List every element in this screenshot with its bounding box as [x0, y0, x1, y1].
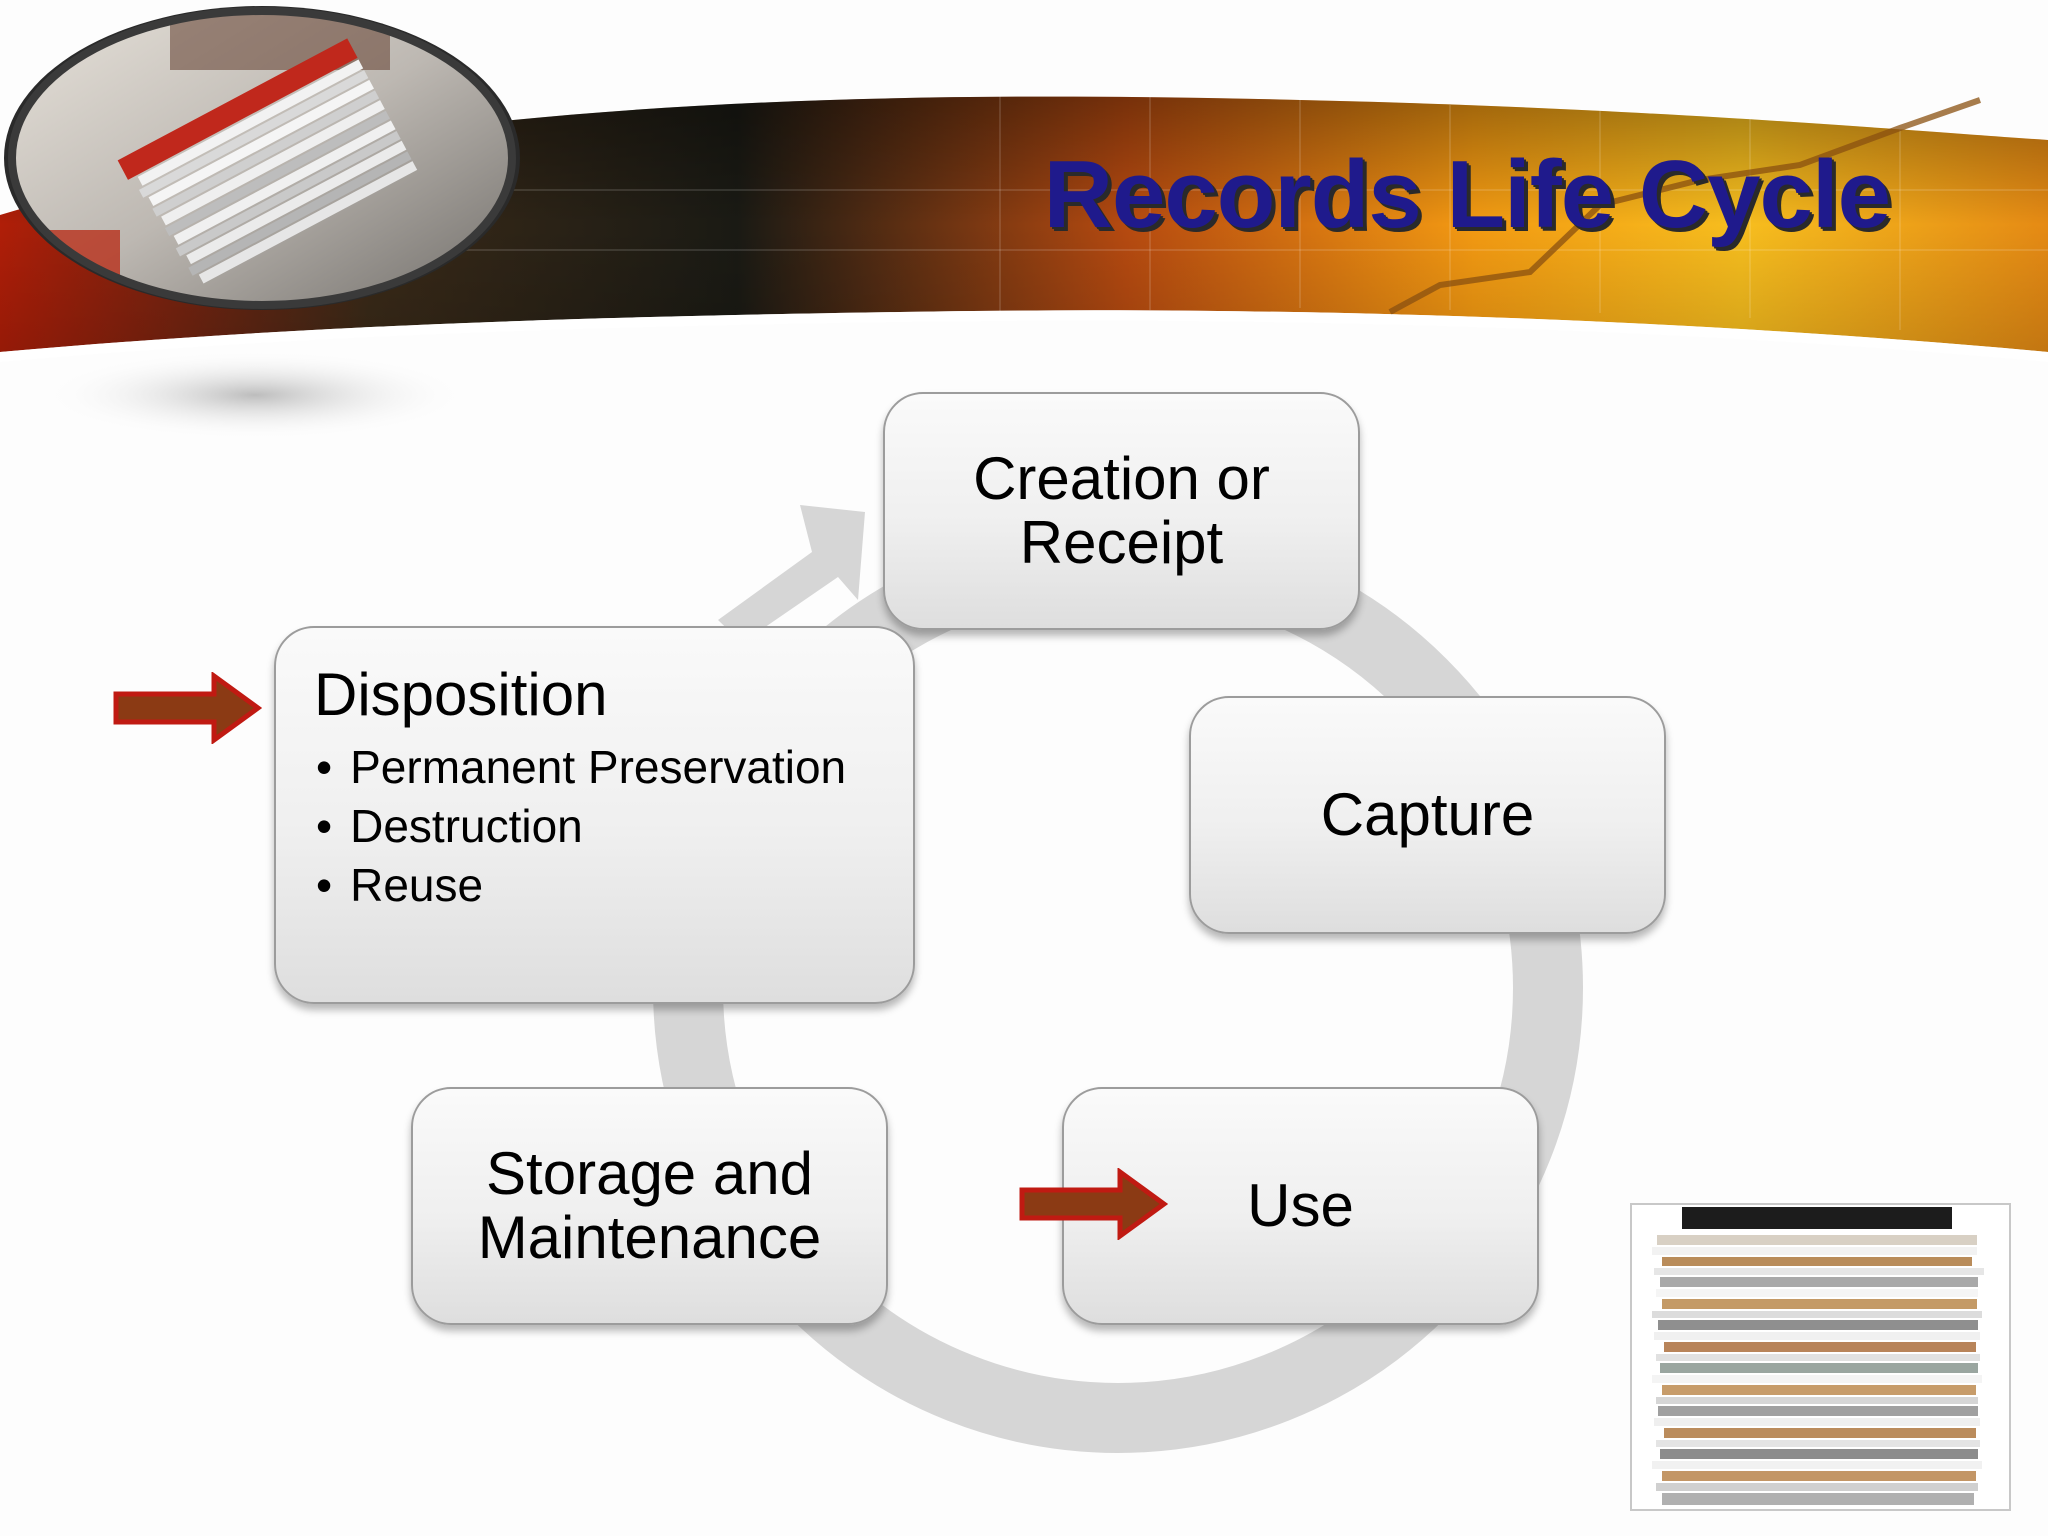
- stage-use-label: Use: [1247, 1172, 1354, 1239]
- disposition-heading: Disposition: [314, 661, 608, 728]
- slide-title: Records Life Cycle: [1043, 141, 1891, 248]
- stage-creation-label: Creation or Receipt: [973, 445, 1270, 576]
- right-arrow-icon: [113, 672, 262, 744]
- paper-stack-photo: [4, 6, 520, 310]
- cycle-arrowhead: [718, 505, 865, 643]
- stage-use: Use: [1062, 1087, 1539, 1325]
- stage-capture-label: Capture: [1320, 781, 1535, 848]
- stage-creation-or-receipt: Creation or Receipt: [883, 392, 1360, 630]
- stage-capture: Capture: [1189, 696, 1666, 934]
- disposition-bullet: Destruction: [314, 797, 846, 856]
- stage-disposition: Disposition Permanent Preservation Destr…: [274, 626, 915, 1004]
- disposition-bullet: Reuse: [314, 856, 846, 915]
- stage-storage-and-maintenance: Storage and Maintenance: [411, 1087, 888, 1325]
- stage-storage-label: Storage and Maintenance: [477, 1140, 822, 1271]
- file-stack-photo: [1630, 1203, 2011, 1511]
- right-arrow-icon: [1019, 1168, 1168, 1240]
- disposition-bullet: Permanent Preservation: [314, 738, 846, 797]
- disposition-bullet-list: Permanent Preservation Destruction Reuse: [314, 738, 846, 915]
